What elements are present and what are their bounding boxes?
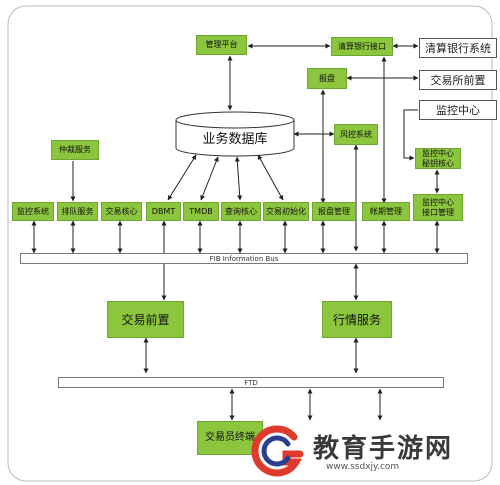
node-dbmt: DBMT	[146, 202, 181, 221]
game-logo-icon	[251, 425, 304, 477]
node-clearing-bank-interface: 清算银行接口	[331, 37, 393, 56]
node-account-mgmt: 帐期管理	[362, 202, 410, 221]
arrow-db-tmdb	[200, 156, 219, 201]
node-arbitration: 仲裁服务	[51, 140, 99, 160]
fib-information-bus: FIB Information Bus	[20, 253, 468, 264]
node-monitor-system: 监控系统	[12, 202, 54, 221]
outer-frame	[7, 5, 493, 482]
node-tmdb: TMDB	[183, 202, 219, 221]
node-queue-service: 排队服务	[57, 202, 98, 221]
node-trade-init: 交易初始化	[263, 202, 309, 221]
node-report-mgmt: 报盘管理	[312, 202, 356, 221]
node-monitor-center-ext: 监控中心	[419, 100, 497, 120]
watermark-url: www.ssdxjy.com	[326, 462, 400, 472]
node-report: 报盘	[307, 68, 347, 89]
arrow-monitor-ext	[403, 109, 418, 161]
arrow-db-init	[257, 154, 284, 201]
node-clearing-bank-system: 清算银行系统	[419, 38, 497, 58]
node-quote-service: 行情服务	[322, 301, 392, 338]
arrow-db-query	[234, 156, 243, 201]
node-trade-core: 交易核心	[101, 202, 142, 221]
arrow-db-dbmt	[167, 154, 197, 201]
ftd-bus: FTD	[58, 377, 444, 388]
node-mgmt-platform: 管理平台	[196, 35, 247, 55]
node-exchange-front: 交易所前置	[419, 70, 497, 90]
node-monitor-iface-mgmt: 监控中心 接口管理	[413, 194, 463, 221]
node-risk-system: 风控系统	[334, 124, 378, 145]
watermark-text: 教育手游网	[313, 434, 454, 464]
database-cylinder	[175, 111, 295, 157]
node-monitor-key-core: 监控中心 秘钥核心	[415, 148, 461, 169]
node-query-core: 查询核心	[221, 202, 261, 221]
business-database: 业务数据库	[202, 132, 268, 147]
node-trade-front: 交易前置	[107, 301, 184, 338]
